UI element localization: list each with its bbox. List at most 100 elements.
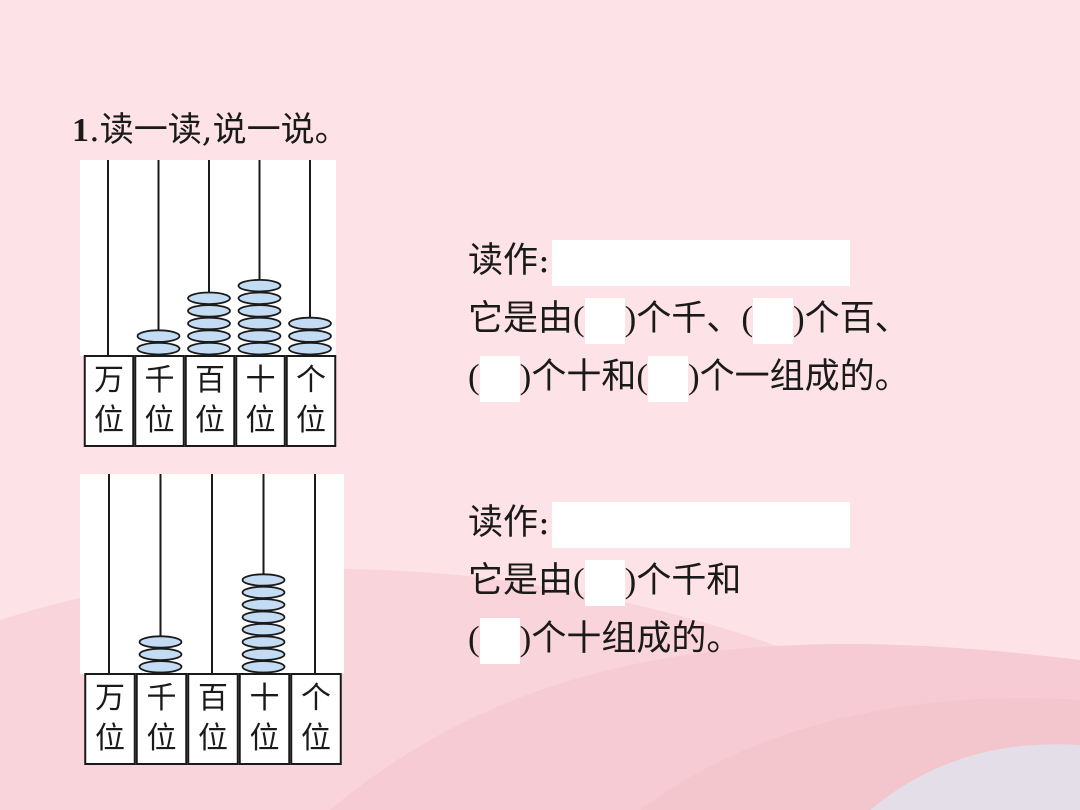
q1-read-label: 读作: (468, 241, 550, 281)
place-label-box-shi (238, 673, 291, 765)
paren-open: ( (573, 561, 585, 600)
paren-close: ) (793, 299, 805, 338)
abacus-bead-qian (136, 329, 181, 343)
abacus-bead-shi (237, 304, 282, 318)
paren-open: ( (741, 299, 753, 338)
paren-close: ) (519, 619, 532, 658)
paren-open: ( (468, 357, 480, 396)
abacus-bead-ge (288, 316, 332, 331)
place-label-shi-top: 十 (250, 681, 280, 716)
abacus-bead-shi (241, 610, 286, 624)
abacus-bead-shi (237, 316, 282, 331)
q2-read-label: 读作: (468, 503, 550, 543)
abacus-bead-qian (138, 660, 183, 674)
paren-close: ) (624, 299, 637, 338)
place-label-bai-bottom: 位 (198, 721, 228, 756)
place-label-box-ge (285, 355, 337, 447)
abacus-bead-shi (241, 585, 286, 600)
place-label-box-qian (134, 355, 185, 447)
place-label-ge-bottom: 位 (296, 403, 326, 438)
q1-hundreds-blank[interactable] (753, 297, 793, 344)
paren-close: ) (624, 561, 637, 600)
paren-open: ( (636, 357, 648, 396)
q2-tens-blank[interactable] (479, 617, 520, 664)
abacus-bead-shi (241, 660, 286, 674)
abacus-bead-shi (237, 341, 282, 356)
place-label-bai-top: 百 (198, 681, 228, 716)
place-label-box-qian (135, 673, 188, 765)
q1-text-a: 它是由 (468, 299, 574, 339)
q2-text-b: 个千和 (636, 561, 742, 601)
q1-text-c: 个百、 (804, 299, 910, 339)
abacus-bead-bai (187, 291, 231, 306)
abacus-bead-shi (241, 647, 286, 661)
abacus-bead-bai (187, 329, 231, 343)
place-label-box-bai (187, 673, 239, 765)
paren-open: ( (573, 299, 585, 338)
place-label-box-wan (83, 355, 135, 447)
q1-ones-blank[interactable] (647, 355, 688, 402)
abacus-bead-qian (138, 635, 183, 649)
q1-thousands-blank[interactable] (584, 297, 625, 344)
place-label-qian-top: 千 (145, 363, 175, 398)
place-label-shi-top: 十 (246, 363, 276, 398)
place-label-box-wan (84, 673, 136, 765)
place-label-bai-top: 百 (195, 363, 225, 398)
abacus-bead-bai (187, 341, 231, 356)
abacus-bead-ge (288, 341, 332, 356)
question-1: 读作: 它是由()个千、()个百、 ()个十和()个一组成的。 (468, 232, 910, 406)
q2-composition-line-2: ()个十组成的。 (468, 610, 850, 668)
abacus-bead-shi (241, 623, 286, 637)
q1-text-d: 个十和 (531, 357, 637, 397)
place-label-ge-top: 个 (301, 681, 331, 716)
q1-read-line: 读作: (468, 232, 910, 290)
place-label-box-ge (290, 673, 342, 765)
abacus-2: 万位千位百位十位个位 (80, 474, 346, 768)
place-label-box-bai (184, 355, 236, 447)
place-label-wan-bottom: 位 (94, 403, 124, 438)
place-label-qian-bottom: 位 (147, 721, 177, 756)
exercise-number: 1 (72, 112, 89, 149)
q2-text-a: 它是由 (468, 561, 574, 601)
abacus-bead-shi (241, 573, 286, 587)
place-label-shi-bottom: 位 (246, 403, 276, 438)
q1-text-b: 个千、 (636, 299, 742, 339)
q2-composition-line-1: 它是由()个千和 (468, 552, 850, 610)
q2-read-answer-box[interactable] (551, 501, 850, 548)
place-label-ge-top: 个 (296, 363, 326, 398)
q2-text-c: 个十组成的。 (531, 619, 742, 659)
place-label-ge-bottom: 位 (301, 721, 331, 756)
abacus-bead-shi (241, 598, 286, 612)
place-label-qian-bottom: 位 (145, 403, 175, 438)
place-label-qian-top: 千 (147, 681, 177, 716)
abacus-bead-shi (237, 291, 282, 306)
place-label-bai-bottom: 位 (195, 403, 225, 438)
place-label-box-shi (235, 355, 286, 447)
abacus-bead-qian (138, 647, 183, 661)
place-label-wan-bottom: 位 (95, 721, 125, 756)
abacus-bead-bai (187, 304, 231, 318)
abacus-bead-shi (237, 278, 282, 293)
q1-composition-line-1: 它是由()个千、()个百、 (468, 290, 910, 348)
q1-tens-blank[interactable] (479, 355, 520, 402)
q2-read-line: 读作: (468, 494, 850, 552)
question-2: 读作: 它是由()个千和 ()个十组成的。 (468, 494, 850, 668)
abacus-1: 万位千位百位十位个位 (80, 160, 338, 450)
q1-read-answer-box[interactable] (551, 239, 850, 286)
q1-text-e: 个一组成的。 (699, 357, 910, 397)
exercise-title: 1.读一读,说一说。 (72, 102, 349, 151)
abacus-bead-shi (241, 635, 286, 649)
paren-close: ) (519, 357, 532, 396)
paren-open: ( (468, 619, 480, 658)
exercise-instruction: .读一读,说一说。 (89, 110, 349, 150)
place-label-shi-bottom: 位 (250, 721, 280, 756)
paren-close: ) (687, 357, 700, 396)
q1-composition-line-2: ()个十和()个一组成的。 (468, 348, 910, 406)
abacus-bead-bai (187, 316, 231, 331)
place-label-wan-top: 万 (94, 363, 124, 398)
q2-thousands-blank[interactable] (584, 559, 625, 606)
place-label-wan-top: 万 (95, 681, 125, 716)
abacus-bead-ge (288, 329, 332, 343)
